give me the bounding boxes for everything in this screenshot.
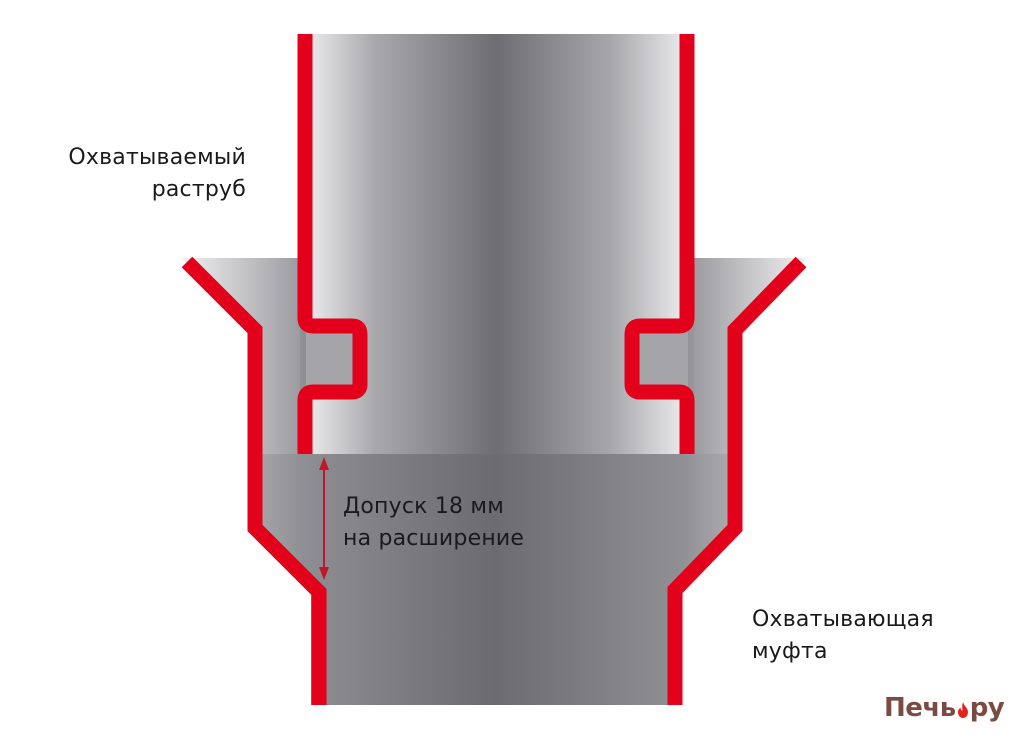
pipe-wall-right: [624, 34, 695, 454]
label-lower-pipe-line2: муфта: [752, 639, 828, 664]
flame-icon: [957, 702, 968, 718]
label-tolerance: Допуск 18 мм на расширение: [343, 491, 524, 555]
label-lower-pipe: Охватывающая муфта: [752, 604, 934, 668]
label-upper-pipe: Охватываемый раструб: [40, 142, 246, 206]
upper-pipe-fill: [306, 34, 688, 454]
flare-right-fill: [694, 258, 806, 454]
label-tolerance-line1: Допуск 18 мм: [343, 494, 505, 519]
flare-left-fill: [182, 258, 300, 454]
socket-wall-left: [181, 256, 327, 705]
tolerance-arrow: [319, 457, 329, 580]
logo-text-part1: Печь: [884, 693, 956, 723]
arrow-head-down-icon: [319, 567, 329, 580]
socket-wall-right: [667, 256, 807, 705]
upper-pipe: [297, 34, 695, 454]
brand-logo: Печь ру: [884, 693, 1005, 723]
upper-pipe-bulge-right-fill: [632, 325, 688, 393]
logo-text-part2: ру: [969, 693, 1005, 723]
arrow-head-up-icon: [319, 457, 329, 470]
label-tolerance-line2: на расширение: [343, 526, 525, 551]
upper-pipe-bulge-left-fill: [306, 325, 358, 393]
label-lower-pipe-line1: Охватывающая: [752, 607, 934, 632]
pipe-wall-left: [297, 34, 368, 454]
label-upper-pipe-line1: Охватываемый: [68, 145, 246, 170]
label-upper-pipe-line2: раструб: [151, 177, 246, 202]
